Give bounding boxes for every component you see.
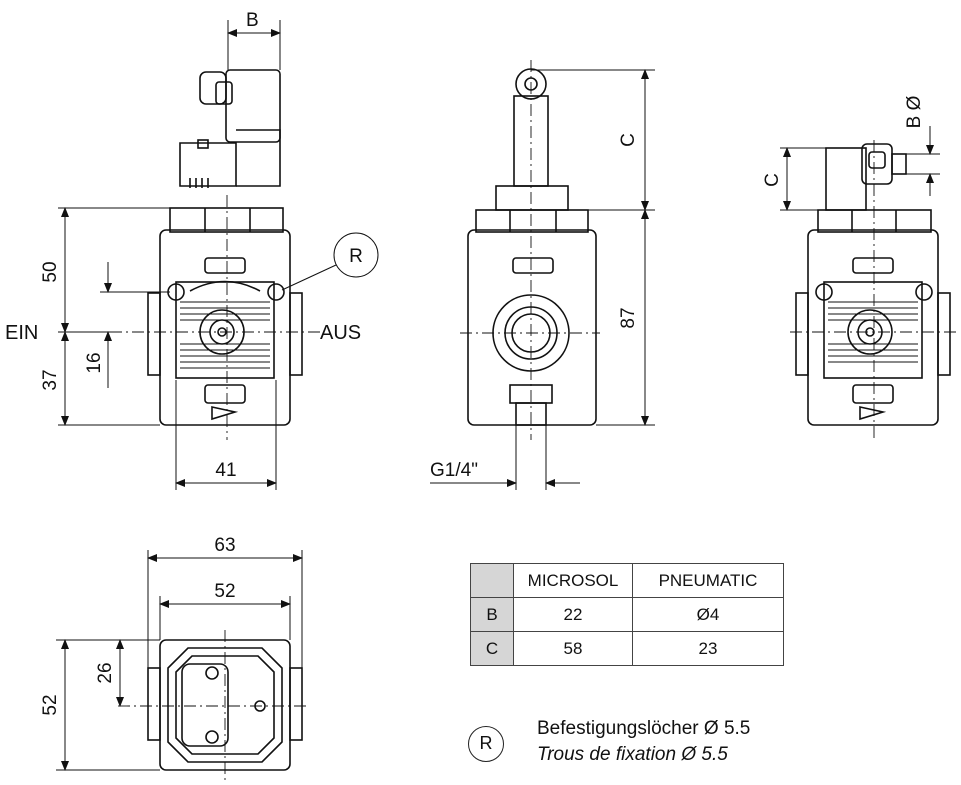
table-header-row: MICROSOL PNEUMATIC xyxy=(470,563,784,598)
bottom-centerlines xyxy=(118,630,310,780)
dim-41-label: 41 xyxy=(215,460,236,481)
dim-50-label: 50 xyxy=(40,261,61,282)
dim-37-label: 37 xyxy=(40,369,61,390)
table-header-microsol: MICROSOL xyxy=(513,563,633,598)
thread-label: G1/4" xyxy=(430,460,478,481)
table-cell: 23 xyxy=(632,631,784,666)
label-aus: AUS xyxy=(320,322,361,344)
table-cell: Ø4 xyxy=(632,597,784,632)
pneumatic-dimensions xyxy=(780,126,940,211)
table-row-key: B xyxy=(470,597,514,632)
front-dimensions xyxy=(58,20,379,490)
pneumatic-fins xyxy=(828,301,918,363)
dim-52-top-label: 52 xyxy=(214,581,235,602)
table-row: B 22 Ø4 xyxy=(470,597,784,632)
dim-26-label: 26 xyxy=(95,662,116,683)
pneumatic-view xyxy=(795,143,951,426)
dim-b-label: B xyxy=(246,10,259,31)
side-dimensions xyxy=(430,69,655,490)
table-header-blank xyxy=(470,563,514,598)
dim-c-label: C xyxy=(618,133,639,147)
table-row: C 58 23 xyxy=(470,631,784,666)
pneumatic-centerlines xyxy=(790,140,958,440)
dim-c-pneumatic-label: C xyxy=(762,173,783,187)
front-view xyxy=(147,69,303,426)
dim-52-left-label: 52 xyxy=(40,694,61,715)
bottom-dimensions xyxy=(56,550,303,771)
label-ein: EIN xyxy=(5,322,38,344)
dim-87-label: 87 xyxy=(618,307,639,328)
mount-marker-r: R xyxy=(349,246,363,267)
dim-63-label: 63 xyxy=(214,535,235,556)
table-row-key: C xyxy=(470,631,514,666)
side-view xyxy=(467,68,597,426)
front-fins xyxy=(180,301,270,369)
dim-b-dia-label: B Ø xyxy=(904,95,925,128)
table-header-pneumatic: PNEUMATIC xyxy=(632,563,784,598)
note-line-fr: Trous de fixation Ø 5.5 xyxy=(537,744,728,765)
table-cell: 22 xyxy=(513,597,633,632)
dim-16-label: 16 xyxy=(84,352,105,373)
note-line-de: Befestigungslöcher Ø 5.5 xyxy=(537,718,751,739)
table-cell: 58 xyxy=(513,631,633,666)
front-centerlines xyxy=(110,195,320,440)
spec-table: MICROSOL PNEUMATIC B 22 Ø4 C 58 23 xyxy=(470,563,784,666)
side-centerlines xyxy=(460,60,600,440)
note-symbol: R xyxy=(468,726,504,762)
